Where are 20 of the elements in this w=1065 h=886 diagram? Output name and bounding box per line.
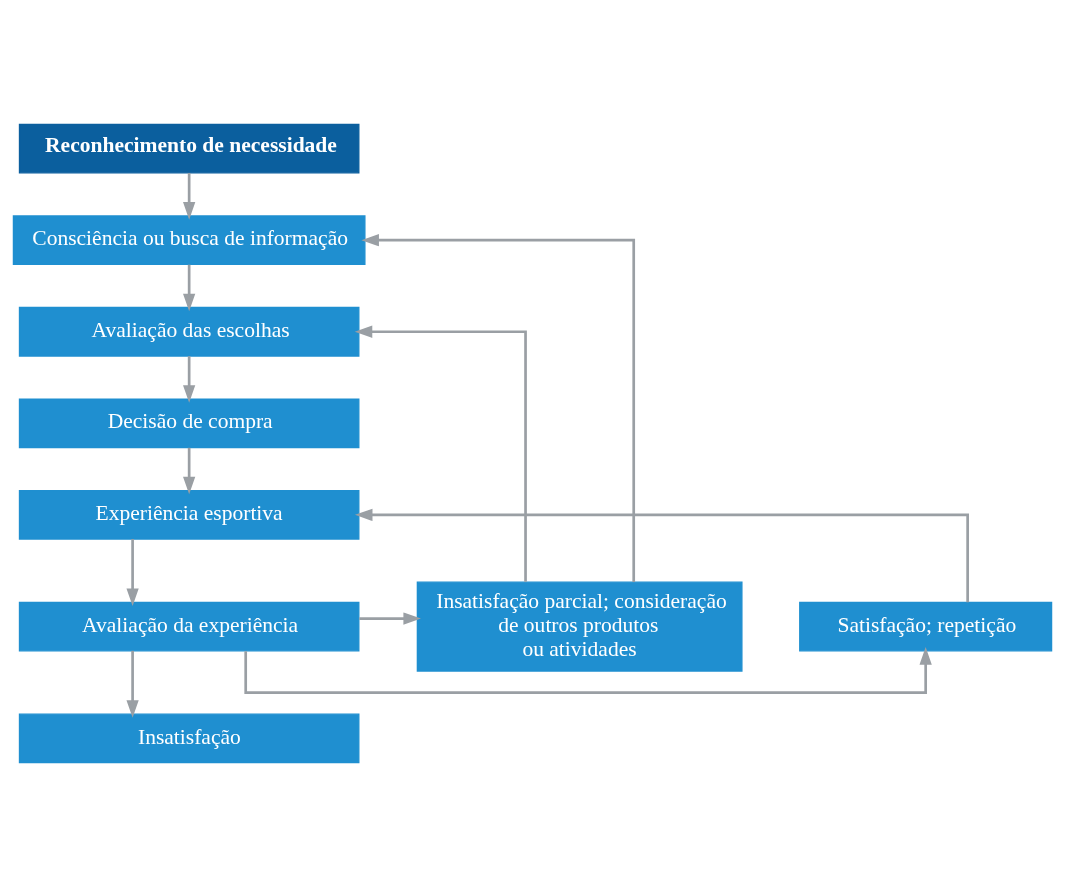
node-box: Satisfação; repetição	[799, 601, 1053, 652]
node-box: Reconhecimento de necessidade	[18, 123, 360, 174]
node-box: Avaliação das escolhas	[18, 306, 360, 357]
node-box: Consciência ou busca de informação	[12, 214, 366, 265]
node-box: Decisão de compra	[18, 397, 360, 448]
arrow	[126, 538, 139, 606]
node-box: Insatisfação parcial; consideração de outros produtos ou atividades	[416, 581, 743, 672]
arrow	[359, 611, 421, 625]
arrow	[354, 325, 527, 582]
arrow	[244, 646, 932, 694]
node-box: Insatisfação	[18, 712, 360, 763]
arrow	[183, 172, 196, 220]
arrow	[183, 447, 196, 494]
arrow	[361, 233, 636, 582]
arrow	[354, 508, 969, 602]
arrow	[183, 264, 196, 311]
node-box: Experiência esportiva	[18, 489, 360, 540]
node-box: Avaliação da experiência	[18, 601, 360, 652]
arrow	[126, 650, 139, 718]
arrow	[183, 355, 196, 403]
